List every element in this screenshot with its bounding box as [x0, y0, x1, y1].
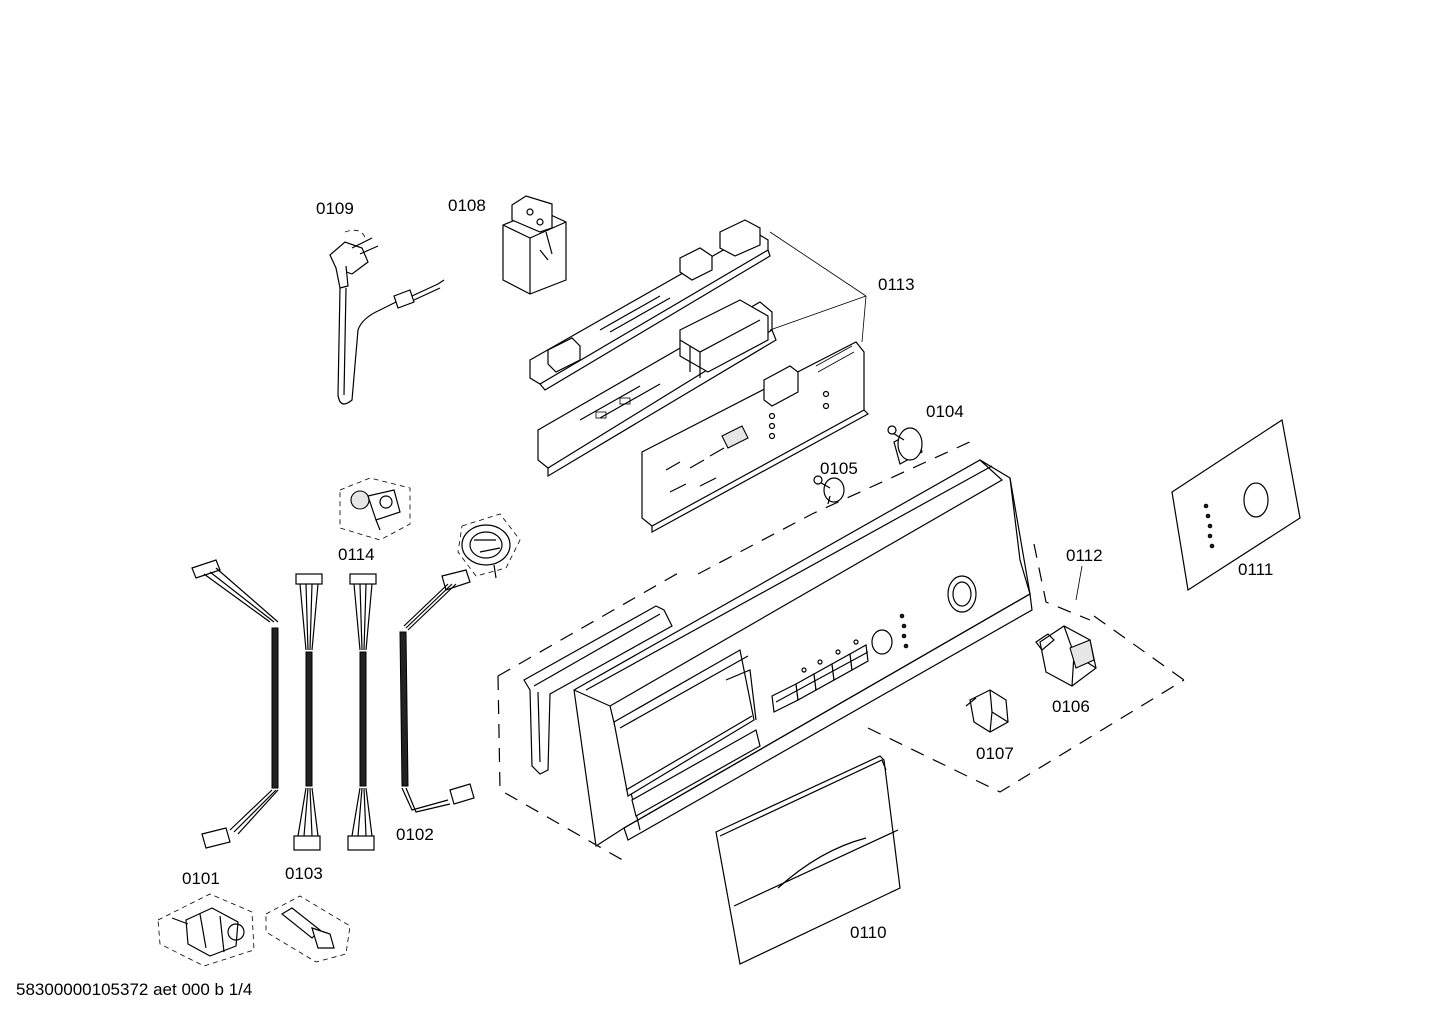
dispenser-drawer-front-part [715, 755, 901, 965]
selector-knob-0106 [1035, 625, 1097, 687]
wiring-harness-0103 [293, 573, 377, 851]
document-code-footer: 58300000105372 aet 000 b 1/4 [16, 980, 253, 999]
label-0104: 0104 [926, 402, 964, 421]
power-cord-part [329, 229, 445, 405]
pressure-switch-part [457, 513, 521, 579]
label-0107: 0107 [976, 744, 1014, 763]
sensor-small-part [265, 895, 351, 963]
motor-small-part [157, 893, 255, 967]
knob-shaft-0104 [887, 425, 923, 465]
label-0112: 0112 [1066, 546, 1103, 565]
label-0106: 0106 [1052, 697, 1090, 716]
label-0114: 0114 [338, 545, 375, 564]
electronic-module-part [529, 219, 869, 534]
label-0103: 0103 [285, 864, 323, 883]
label-0105: 0105 [820, 459, 858, 478]
label-0109: 0109 [316, 199, 354, 218]
label-0101: 0101 [182, 869, 220, 888]
label-0108: 0108 [448, 196, 486, 215]
selector-switch-part [339, 477, 411, 541]
panel-label-plate-0111 [1171, 419, 1301, 591]
wiring-harness-0102 [399, 569, 475, 813]
wiring-harness-0101 [191, 559, 279, 849]
label-0102: 0102 [396, 825, 434, 844]
knob-shaft-0105 [813, 475, 845, 505]
knob-0107 [965, 689, 1009, 733]
label-0111: 0111 [1238, 560, 1273, 579]
panel-buttons [771, 639, 869, 713]
filter-part [502, 195, 567, 295]
leader-0112 [1075, 565, 1083, 601]
label-0110: 0110 [850, 923, 887, 942]
control-panel-assembly [497, 439, 1185, 863]
label-0113: 0113 [878, 275, 915, 294]
